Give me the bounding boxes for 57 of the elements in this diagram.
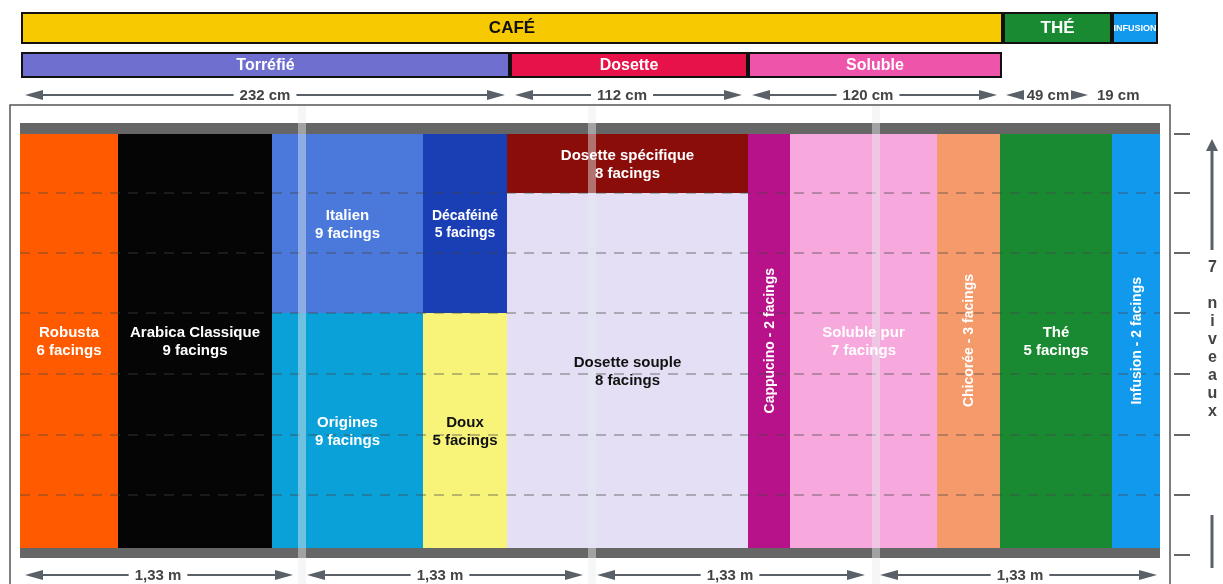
block-label: Thé	[1042, 323, 1070, 341]
category-bar	[510, 52, 748, 78]
category-label: Dosette	[599, 55, 659, 75]
block-label: Doux	[446, 412, 484, 431]
dimension-label: 120 cm	[840, 87, 896, 102]
shelf-block	[272, 134, 423, 313]
dimension-label: 1,33 m	[994, 567, 1046, 582]
category-bar	[21, 12, 1003, 44]
category-label: INFUSION	[1113, 22, 1157, 34]
shelf-block	[1112, 134, 1160, 548]
shelf-block	[423, 134, 507, 313]
block-label: Soluble pur	[822, 323, 905, 341]
block-label: Arabica Classique	[129, 323, 261, 341]
category-label: CAFÉ	[488, 17, 536, 39]
block-label: 8 facings	[595, 163, 660, 182]
block-label: Origines	[317, 412, 378, 431]
shelf-block	[937, 134, 1000, 548]
block-label: Italien	[325, 205, 370, 224]
shelf-block	[507, 193, 748, 548]
category-label: THÉ	[1040, 17, 1075, 39]
dimension-label: 232 cm	[237, 87, 293, 102]
dimension-label: 112 cm	[594, 87, 649, 102]
category-label: Torréfié	[236, 55, 295, 75]
shelf-block	[790, 134, 937, 548]
dimension-label: 1,33 m	[132, 567, 184, 582]
category-bar	[748, 52, 1002, 78]
shelf-block	[20, 134, 118, 548]
shelf-block	[118, 134, 272, 548]
category-bar	[21, 52, 510, 78]
block-label: Robusta	[39, 323, 99, 341]
dimension-label: 1,33 m	[414, 567, 466, 582]
shelf-block	[272, 313, 423, 548]
block-label: Dosette souple	[573, 352, 682, 371]
shelf-block	[1000, 134, 1112, 548]
dimension-label: 49 cm	[1024, 87, 1072, 102]
shelf-block	[507, 134, 748, 193]
block-label: Chicorée - 3 facings	[960, 274, 977, 408]
category-bar	[1003, 12, 1112, 44]
block-label: 6 facings	[36, 341, 102, 359]
block-label: Décaféiné	[431, 206, 499, 224]
block-label: Infusion - 2 facings	[1127, 277, 1145, 405]
block-label: 9 facings	[162, 341, 228, 359]
shelf-block	[423, 313, 507, 548]
dimension-label: 1,33 m	[704, 567, 756, 582]
block-label: 9 facings	[315, 223, 380, 242]
block-label: Cappucino - 2 facings	[760, 268, 778, 414]
category-label: Soluble	[846, 55, 904, 75]
block-label: 5 facings	[434, 223, 496, 241]
block-label: 9 facings	[315, 430, 380, 449]
dimension-label: 19 cm	[1095, 87, 1142, 102]
shelf-block	[748, 134, 790, 548]
block-label: 8 facings	[595, 370, 660, 389]
block-label: Dosette spécifique	[560, 145, 695, 164]
category-bar	[1112, 12, 1158, 44]
block-label: 7 facings	[831, 341, 896, 359]
block-label: 5 facings	[432, 430, 498, 449]
block-label: 5 facings	[1023, 341, 1089, 359]
